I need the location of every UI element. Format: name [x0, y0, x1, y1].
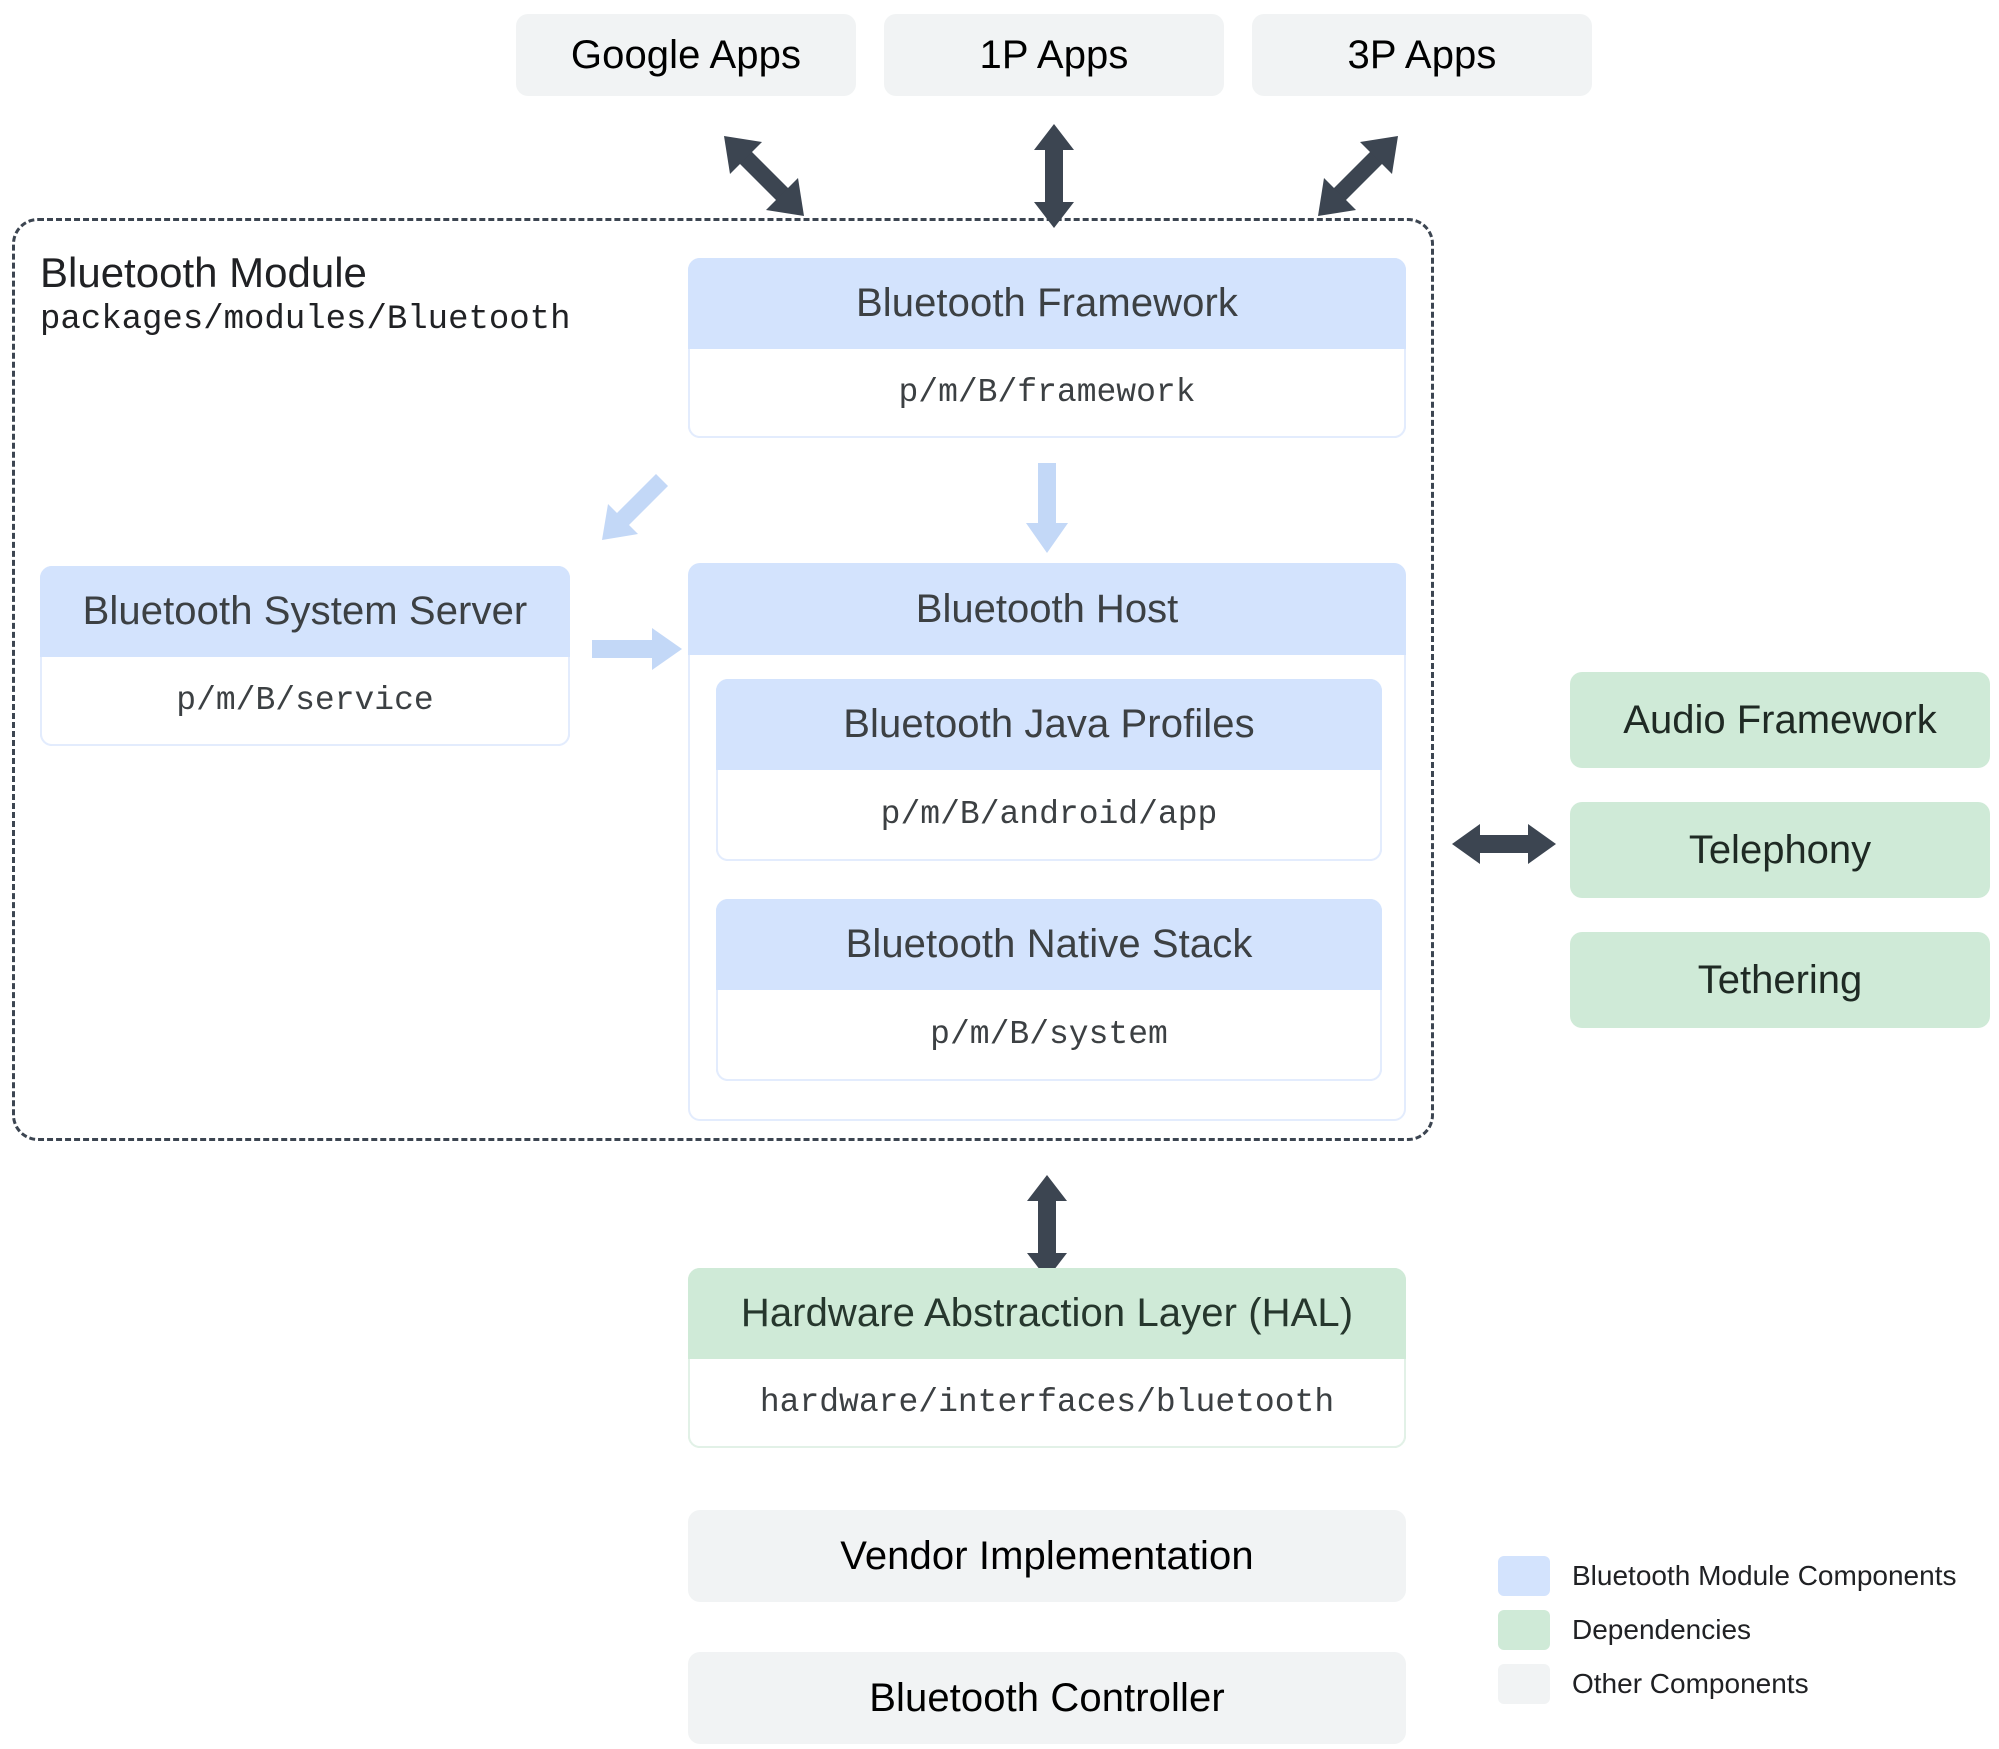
app-box-label: Google Apps: [570, 32, 802, 77]
bluetooth-system-server-card[interactable]: Bluetooth System Server p/m/B/service: [40, 566, 570, 746]
bluetooth-native-stack-title: Bluetooth Native Stack: [716, 899, 1382, 990]
hal-link-arrow-vertical-bidirectional-icon: [1023, 1175, 1071, 1279]
vendor-implementation-box[interactable]: Vendor Implementation: [688, 1510, 1406, 1602]
hal-path: hardware/interfaces/bluetooth: [688, 1358, 1406, 1448]
app-box-google-apps[interactable]: Google Apps: [516, 14, 856, 96]
bluetooth-java-profiles-title: Bluetooth Java Profiles: [716, 679, 1382, 770]
bluetooth-controller-label: Bluetooth Controller: [869, 1675, 1225, 1720]
bluetooth-host-card[interactable]: Bluetooth Host Bluetooth Java Profiles p…: [688, 563, 1406, 1121]
dependency-box-telephony[interactable]: Telephony: [1570, 802, 1990, 898]
legend-label: Other Components: [1572, 1668, 1809, 1699]
arrow-diagonal-nesw-bidirectional-icon: [1310, 128, 1406, 224]
app-box-label: 3P Apps: [1347, 32, 1497, 77]
bluetooth-java-profiles-card[interactable]: Bluetooth Java Profiles p/m/B/android/ap…: [716, 679, 1382, 861]
bluetooth-java-profiles-path: p/m/B/android/app: [716, 769, 1382, 861]
arrow-diagonal-nwse-bidirectional-icon: [716, 128, 812, 224]
dependency-box-audio-framework[interactable]: Audio Framework: [1570, 672, 1990, 768]
bluetooth-native-stack-card[interactable]: Bluetooth Native Stack p/m/B/system: [716, 899, 1382, 1081]
legend: Bluetooth Module Components Dependencies…: [1498, 1556, 1978, 1718]
app-box-label: 1P Apps: [979, 32, 1129, 77]
legend-swatch-blue-icon: [1498, 1556, 1550, 1596]
bluetooth-system-server-title: Bluetooth System Server: [40, 566, 570, 657]
bluetooth-system-server-path: p/m/B/service: [40, 656, 570, 746]
legend-item-bluetooth-module-components: Bluetooth Module Components: [1498, 1556, 1978, 1596]
module-path: packages/modules/Bluetooth: [40, 301, 571, 340]
legend-item-dependencies: Dependencies: [1498, 1610, 1978, 1650]
dependency-label: Audio Framework: [1623, 697, 1937, 742]
arrow-horizontal-bidirectional-icon: [1452, 820, 1556, 868]
bluetooth-framework-title: Bluetooth Framework: [688, 258, 1406, 349]
arrow-down-left-icon: [596, 468, 674, 546]
dependency-box-tethering[interactable]: Tethering: [1570, 932, 1990, 1028]
bluetooth-module-container: [12, 218, 1434, 1141]
arrow-right-icon: [592, 625, 682, 673]
legend-item-other-components: Other Components: [1498, 1664, 1978, 1704]
vendor-implementation-label: Vendor Implementation: [840, 1533, 1254, 1578]
arrow-vertical-bidirectional-icon: [1030, 124, 1078, 228]
legend-label: Dependencies: [1572, 1614, 1752, 1645]
arrow-down-icon: [1023, 463, 1071, 553]
legend-label: Bluetooth Module Components: [1572, 1560, 1957, 1591]
bluetooth-framework-path: p/m/B/framework: [688, 348, 1406, 438]
bluetooth-host-title: Bluetooth Host: [688, 563, 1406, 655]
bluetooth-module-heading: Bluetooth Module packages/modules/Blueto…: [40, 249, 680, 340]
bluetooth-native-stack-path: p/m/B/system: [716, 989, 1382, 1081]
hal-title: Hardware Abstraction Layer (HAL): [688, 1268, 1406, 1359]
legend-swatch-green-icon: [1498, 1610, 1550, 1650]
bluetooth-framework-card[interactable]: Bluetooth Framework p/m/B/framework: [688, 258, 1406, 438]
dependency-label: Tethering: [1697, 957, 1863, 1002]
bluetooth-controller-box[interactable]: Bluetooth Controller: [688, 1652, 1406, 1744]
module-title: Bluetooth Module: [40, 249, 367, 296]
hal-card[interactable]: Hardware Abstraction Layer (HAL) hardwar…: [688, 1268, 1406, 1448]
app-box-3p-apps[interactable]: 3P Apps: [1252, 14, 1592, 96]
app-box-1p-apps[interactable]: 1P Apps: [884, 14, 1224, 96]
legend-swatch-gray-icon: [1498, 1664, 1550, 1704]
dependency-label: Telephony: [1688, 827, 1872, 872]
